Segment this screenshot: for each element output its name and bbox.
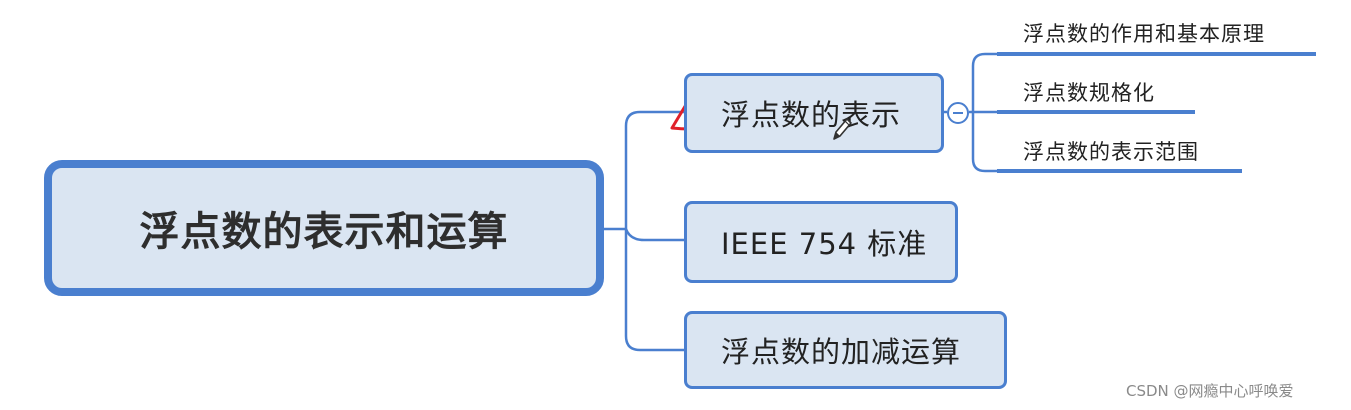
- subtopic-range[interactable]: 浮点数的表示范围: [1023, 140, 1199, 164]
- branch-topic-add-sub[interactable]: 浮点数的加减运算: [684, 311, 1007, 389]
- subtopic-normalization[interactable]: 浮点数规格化: [1023, 81, 1155, 105]
- root-topic[interactable]: 浮点数的表示和运算: [44, 160, 604, 296]
- connector-to-sub-3: [971, 112, 997, 173]
- subtopic-purpose-principle[interactable]: 浮点数的作用和基本原理: [1023, 22, 1265, 46]
- pencil-cursor-icon: [833, 118, 852, 140]
- branch-topic-representation[interactable]: 浮点数的表示: [684, 73, 944, 153]
- collapse-icon[interactable]: [947, 102, 969, 124]
- connector-to-branch-2: [624, 228, 684, 242]
- connector-to-branch-1: [624, 110, 684, 229]
- branch-topic-ieee754[interactable]: IEEE 754 标准: [684, 201, 958, 283]
- connector-to-sub-1: [971, 52, 997, 112]
- branch-topic-label: 浮点数的表示: [721, 98, 902, 132]
- watermark-text: CSDN @网瘾中心呼唤爱: [1126, 382, 1294, 400]
- connector-to-branch-3: [624, 229, 684, 352]
- root-topic-label: 浮点数的表示和运算: [139, 209, 509, 255]
- branch-topic-label: 浮点数的加减运算: [721, 335, 962, 369]
- branch-topic-label: IEEE 754 标准: [721, 227, 928, 261]
